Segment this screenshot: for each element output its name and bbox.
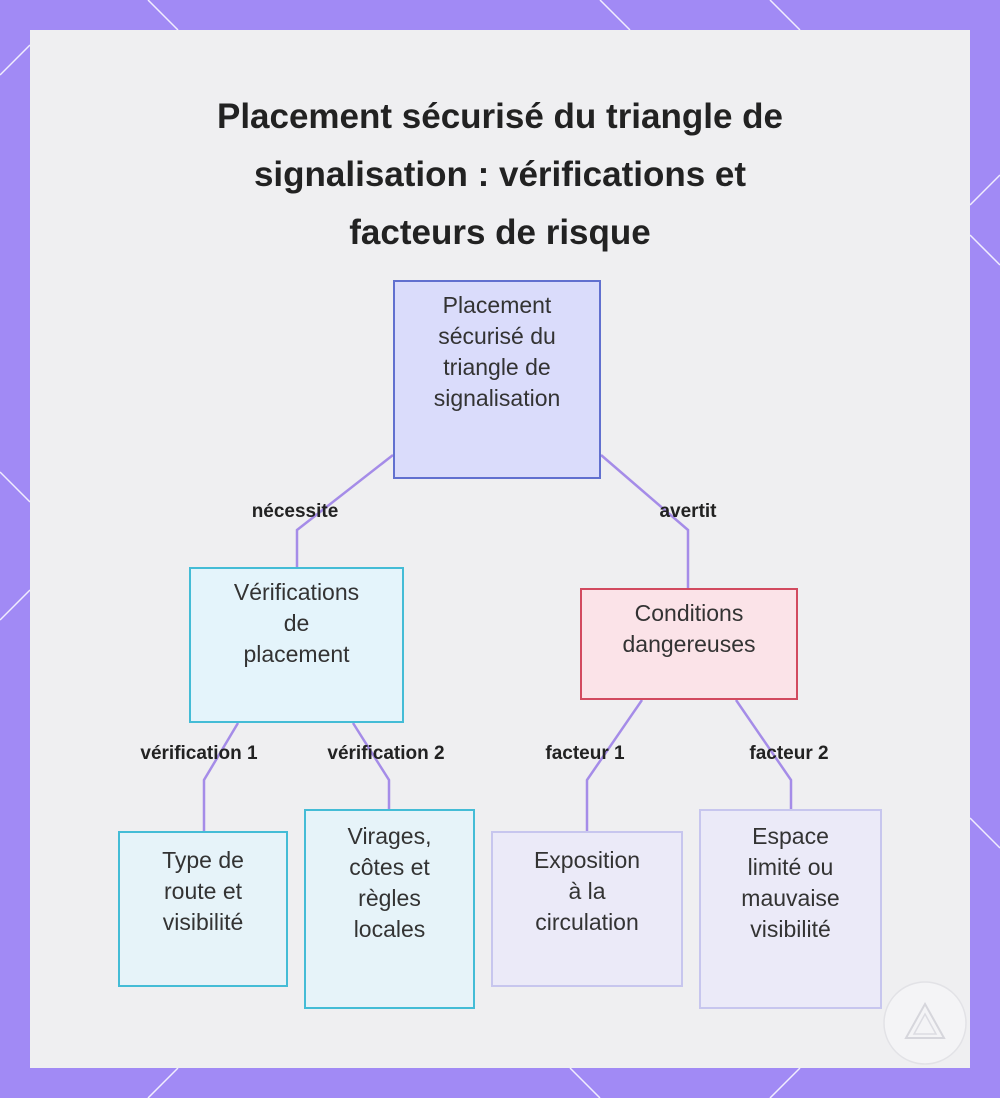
- node-text-line: Type de: [162, 847, 244, 873]
- node-text-line: limité ou: [747, 854, 834, 880]
- title-line-2: signalisation : vérifications et: [253, 155, 747, 194]
- title-line-1: Placement sécurisé du triangle de: [216, 97, 784, 136]
- node-text-line: placement: [243, 641, 350, 667]
- node-text-line: à la: [568, 878, 606, 904]
- edge-label-verification-1: vérification 1: [140, 743, 258, 764]
- node-virages-cotes: Virages, côtes et règles locales: [304, 809, 475, 1009]
- edge-root-to-verifications: [295, 454, 394, 567]
- edge-root-to-conditions: [600, 454, 690, 588]
- node-text-line: sécurisé du: [438, 323, 556, 349]
- edge-verifications-to-virages: [351, 722, 391, 809]
- node-exposition-circulation: Exposition à la circulation: [491, 831, 683, 987]
- node-text-line: visibilité: [162, 909, 244, 935]
- node-text-line: Exposition: [533, 847, 641, 873]
- node-text-line: Espace: [752, 823, 829, 849]
- page-title: Placement sécurisé du triangle de signal…: [0, 88, 1000, 262]
- node-text-line: de: [283, 610, 310, 636]
- edge-label-verification-2: vérification 2: [327, 743, 445, 764]
- node-text-line: visibilité: [750, 916, 831, 942]
- node-text-line: règles: [358, 885, 421, 911]
- node-text-line: dangereuses: [622, 631, 756, 657]
- node-text-line: triangle de: [443, 354, 551, 380]
- node-text-line: Placement: [442, 292, 552, 318]
- triangle-logo-icon: [883, 981, 967, 1065]
- edge-verifications-to-route: [202, 722, 240, 831]
- node-text-line: Conditions: [634, 600, 744, 626]
- node-text-line: locales: [353, 916, 426, 942]
- edge-label-facteur-1: facteur 1: [545, 743, 625, 764]
- edge-label-necessite: nécessite: [251, 501, 339, 522]
- node-text-line: Virages,: [347, 823, 432, 849]
- edge-conditions-to-exposition: [585, 699, 644, 831]
- node-text-line: mauvaise: [741, 885, 840, 911]
- edge-conditions-to-espace: [734, 699, 793, 809]
- node-text-line: Vérifications: [233, 579, 360, 605]
- node-text-line: côtes et: [349, 854, 430, 880]
- node-text-line: signalisation: [433, 385, 561, 411]
- edge-label-avertit: avertit: [659, 501, 717, 522]
- node-verifications-placement: Vérifications de placement: [189, 567, 404, 723]
- node-placement-securise: Placement sécurisé du triangle de signal…: [393, 280, 601, 479]
- node-conditions-dangereuses: Conditions dangereuses: [580, 588, 798, 700]
- node-text-line: circulation: [535, 909, 639, 935]
- node-espace-limite: Espace limité ou mauvaise visibilité: [699, 809, 882, 1009]
- node-text-line: route et: [164, 878, 242, 904]
- title-line-3: facteurs de risque: [349, 213, 651, 252]
- edge-label-facteur-2: facteur 2: [749, 743, 829, 764]
- node-type-de-route: Type de route et visibilité: [118, 831, 288, 987]
